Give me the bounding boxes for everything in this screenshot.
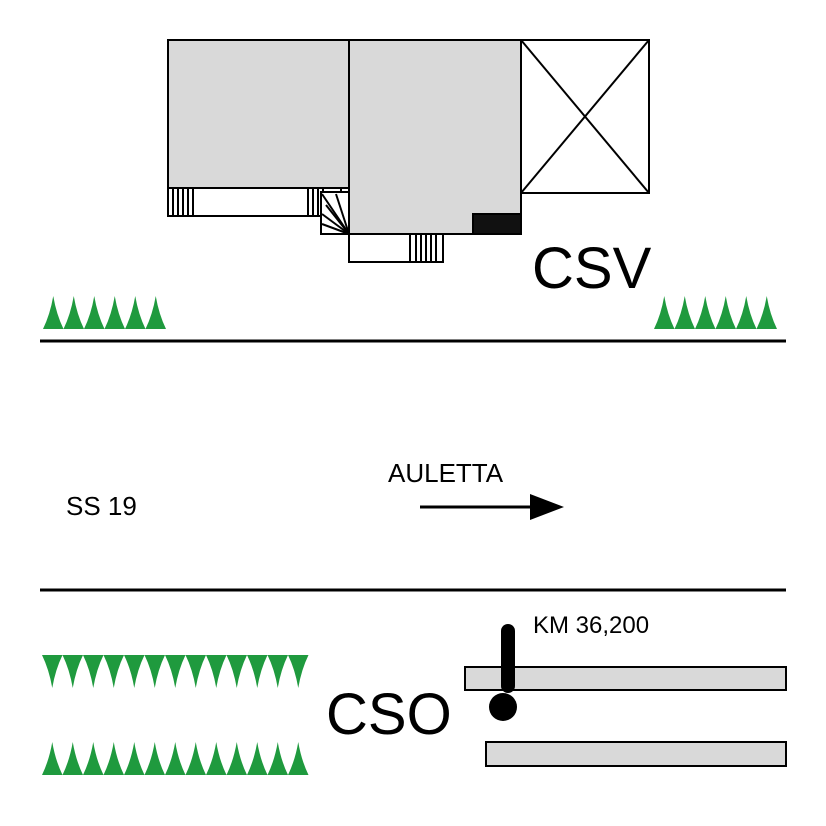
hedge-plant	[206, 655, 227, 688]
hedge-plant	[185, 655, 206, 688]
hedge-plant	[756, 296, 777, 329]
building-left	[167, 39, 350, 189]
csv-label: CSV	[532, 236, 652, 301]
hedge-plant	[145, 296, 166, 329]
hedge-plant	[267, 655, 288, 688]
road-name-label: SS 19	[66, 491, 137, 521]
hedge-plant	[84, 296, 105, 329]
hedge-plant	[144, 742, 165, 775]
hedge-plant	[83, 655, 104, 688]
hedge-plant	[736, 296, 757, 329]
hedge-bottom-left-lower	[42, 742, 309, 775]
km-marker-post	[489, 624, 517, 721]
km-label: KM 36,200	[533, 612, 649, 639]
hedge-plant	[43, 296, 64, 329]
staircase	[320, 191, 350, 235]
porch-middle	[348, 233, 444, 263]
hedge-plant	[124, 655, 145, 688]
hedge-plant	[144, 655, 165, 688]
hedge-plant	[654, 296, 675, 329]
hedge-plant	[42, 655, 63, 688]
direction-arrow	[420, 494, 564, 520]
hedge-plant	[104, 296, 125, 329]
crossed-box	[520, 39, 650, 194]
cso-label: CSO	[326, 682, 452, 747]
hedge-plant	[103, 655, 124, 688]
hedge-plant	[185, 742, 206, 775]
hedge-plant	[695, 296, 716, 329]
platform-upper	[464, 666, 787, 691]
hedge-plant	[206, 742, 227, 775]
hedge-plant	[62, 655, 83, 688]
hedge-plant	[124, 742, 145, 775]
porch-left	[167, 187, 342, 217]
hedge-plant	[63, 296, 84, 329]
hedge-top-right	[654, 296, 777, 329]
hedge-plant	[288, 655, 309, 688]
hedge-plant	[247, 655, 268, 688]
black-block	[472, 213, 522, 235]
hedge-plant	[267, 742, 288, 775]
direction-label: AULETTA	[388, 458, 504, 488]
hedge-plant	[165, 742, 186, 775]
hedge-plant	[83, 742, 104, 775]
hedge-plant	[42, 742, 63, 775]
hedge-plant	[247, 742, 268, 775]
hedge-plant	[226, 742, 247, 775]
hedge-plant	[674, 296, 695, 329]
hedge-plant	[62, 742, 83, 775]
hedge-top-left	[43, 296, 166, 329]
hedge-plant	[226, 655, 247, 688]
building-complex	[167, 39, 650, 263]
hedge-plant	[288, 742, 309, 775]
hedge-plant	[165, 655, 186, 688]
hedge-plant	[103, 742, 124, 775]
hedge-plant	[715, 296, 736, 329]
platform-lower	[485, 741, 787, 767]
building-middle	[348, 39, 522, 235]
hedge-bottom-left-upper	[42, 655, 309, 688]
hedge-plant	[125, 296, 146, 329]
